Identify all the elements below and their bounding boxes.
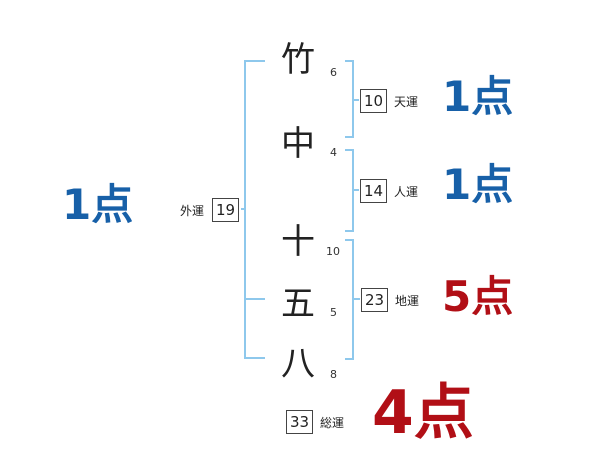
jinkaku-value: 14 <box>360 179 387 203</box>
outer-bracket <box>244 60 265 359</box>
stroke-count-3: 10 <box>326 245 340 258</box>
stroke-count-1: 6 <box>330 66 337 79</box>
chikaku-score: 5点 <box>442 272 514 321</box>
name-char-3: 十 <box>281 222 315 262</box>
chikaku-label: 地運 <box>395 294 420 308</box>
soukaku-score: 4点 <box>372 378 474 448</box>
tenkaku-score: 1点 <box>442 72 514 121</box>
gaikaku-value: 19 <box>212 198 239 222</box>
tenkaku-label: 天運 <box>394 95 419 109</box>
jinkaku-score: 1点 <box>442 160 514 209</box>
name-char-1: 竹 <box>281 40 315 80</box>
chikaku-bracket <box>345 239 354 360</box>
tenkaku-bracket <box>345 60 354 138</box>
stroke-count-2: 4 <box>330 146 337 159</box>
stroke-count-5: 8 <box>330 368 337 381</box>
gaikaku-score: 1点 <box>62 180 134 229</box>
tenkaku-value: 10 <box>360 89 387 113</box>
stroke-count-4: 5 <box>330 306 337 319</box>
jinkaku-label: 人運 <box>394 185 419 199</box>
name-char-2: 中 <box>281 124 315 164</box>
name-char-4: 五 <box>281 284 315 324</box>
soukaku-label: 総運 <box>320 416 345 430</box>
jinkaku-bracket <box>345 149 354 232</box>
soukaku-value: 33 <box>286 410 313 434</box>
name-char-5: 八 <box>281 344 315 384</box>
chikaku-value: 23 <box>361 288 388 312</box>
gaikaku-label: 外運 <box>180 204 205 218</box>
